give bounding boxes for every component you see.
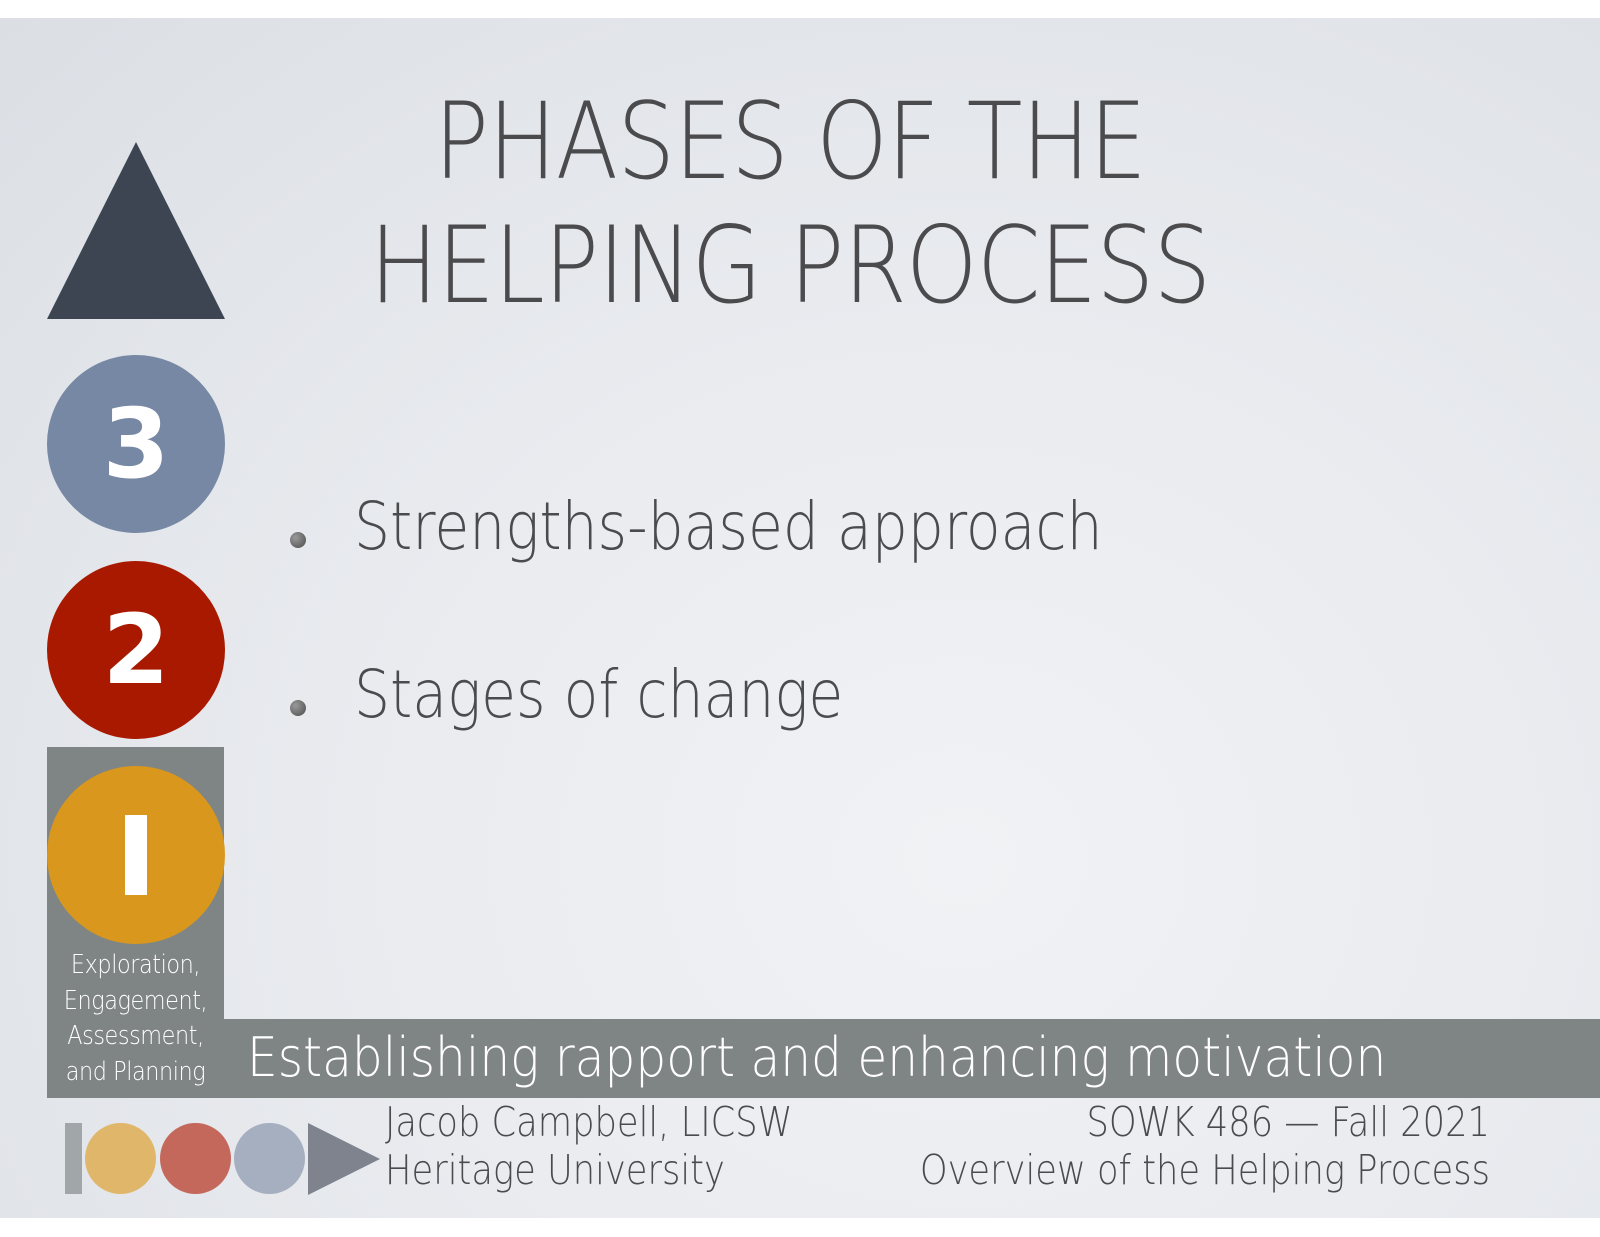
phase-1-circle [47, 766, 225, 944]
caption-line: and Planning [65, 1056, 206, 1087]
caption-line: Assessment, [67, 1021, 204, 1051]
band-text: Establishing rapport and enhancing motiv… [247, 1026, 1387, 1089]
phase-2-circle: 2 [47, 561, 225, 739]
course-term: SOWK 486 — Fall 2021 [1086, 1098, 1490, 1146]
footer-course: SOWK 486 — Fall 2021 Overview of the Hel… [920, 1098, 1490, 1194]
phase-3-number: 3 [102, 388, 170, 500]
bullet-dot-icon [290, 700, 306, 716]
logo-play-triangle-icon [308, 1123, 380, 1195]
logo-blue-circle-icon [234, 1123, 305, 1194]
logo-red-circle-icon [160, 1123, 231, 1194]
phase-2-number: 2 [102, 594, 170, 706]
logo-bar-icon [65, 1123, 82, 1194]
bullet-text: Strengths-based approach [354, 488, 1103, 565]
phase-3-circle: 3 [47, 355, 225, 533]
author-name: Jacob Campbell, LICSW [385, 1098, 793, 1146]
phase-band [224, 1019, 1600, 1098]
lecture-title: Overview of the Helping Process [919, 1146, 1490, 1194]
slide: PHASES OF THE HELPING PROCESS 3 2 Explor… [0, 18, 1600, 1218]
title-line-2: HELPING PROCESS [369, 204, 1212, 327]
institution: Heritage University [385, 1146, 725, 1194]
caption-line: Engagement, [63, 985, 208, 1016]
footer-author: Jacob Campbell, LICSW Heritage Universit… [385, 1098, 793, 1194]
triangle-icon [47, 142, 225, 319]
logo-yellow-circle-icon [85, 1123, 156, 1194]
slide-title: PHASES OF THE HELPING PROCESS [334, 80, 1246, 328]
bullet-dot-icon [290, 532, 306, 548]
phase-1-number-glyph [125, 815, 147, 895]
caption-line: Exploration, [70, 950, 201, 980]
bullet-text: Stages of change [354, 656, 844, 733]
title-line-1: PHASES OF THE [433, 80, 1147, 203]
active-phase-caption: Exploration, Engagement, Assessment, and… [47, 948, 224, 1090]
